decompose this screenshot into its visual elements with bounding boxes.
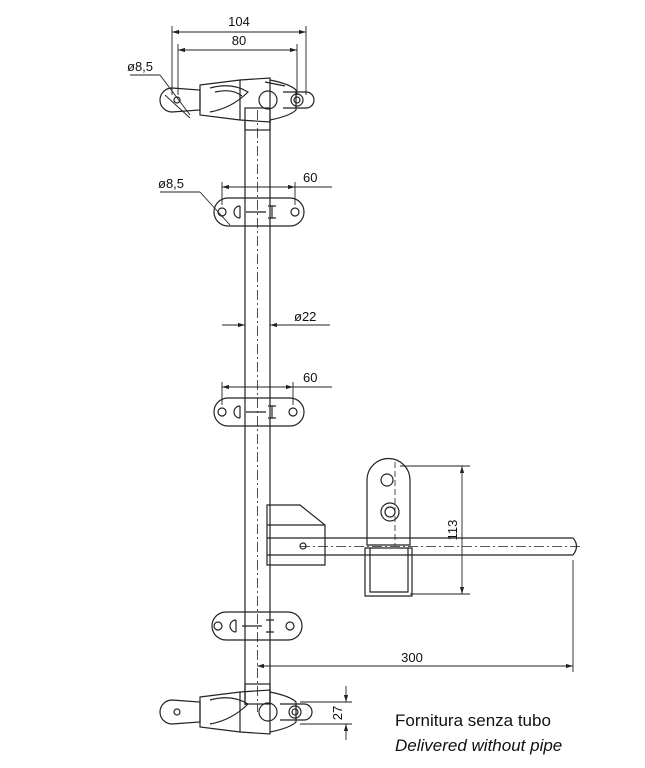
dim-middle-guide-width: 60: [303, 370, 317, 385]
dim-handle-length: 300: [401, 650, 423, 665]
hinge-bracket: [364, 457, 413, 597]
vertical-pipe: [244, 110, 271, 712]
dim-top-hole-spacing: 80: [232, 33, 246, 48]
dim-guide-hole-diameter: ø8,5: [158, 176, 184, 191]
top-cam-lock: [159, 77, 315, 131]
dimension-lines: [130, 26, 574, 740]
caption-english: Delivered without pipe: [395, 736, 563, 755]
dim-top-hole-diameter: ø8,5: [127, 59, 153, 74]
lower-guide: [211, 611, 303, 641]
dim-pipe-diameter: ø22: [294, 309, 316, 324]
upper-guide: [213, 197, 305, 227]
dim-upper-guide-width: 60: [303, 170, 317, 185]
bottom-cam-lock: [159, 683, 313, 735]
caption-italian: Fornitura senza tubo: [395, 711, 551, 730]
dim-bottom-height: 27: [330, 706, 345, 720]
middle-guide: [213, 397, 305, 427]
dim-top-width: 104: [228, 14, 250, 29]
dim-bracket-height: 113: [445, 520, 460, 541]
handle-assembly: [266, 504, 580, 566]
